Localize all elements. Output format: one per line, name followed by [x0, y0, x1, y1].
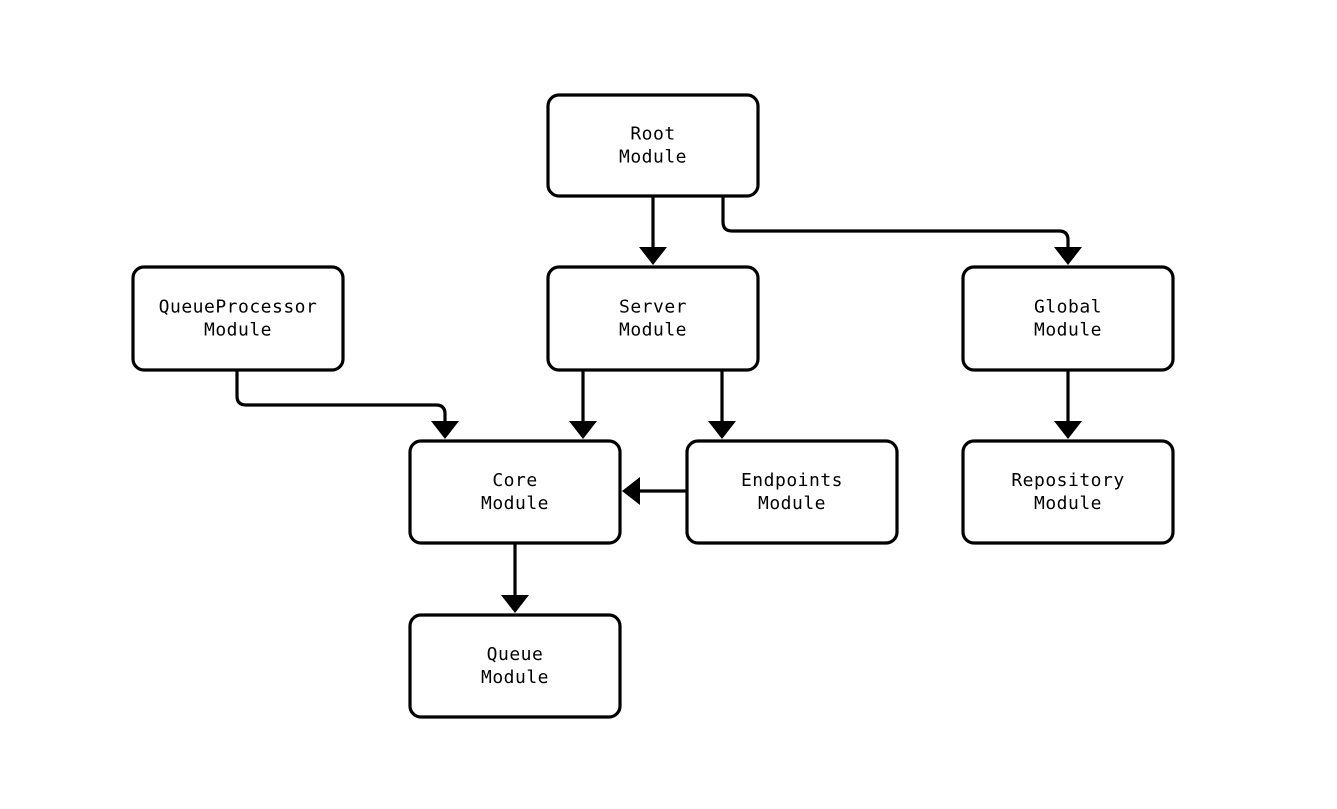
node-box[interactable]: [408, 613, 622, 719]
edge-root-to-server: [639, 196, 667, 265]
node-label-line2: Module: [481, 667, 549, 688]
node-label-line1: Endpoints: [741, 470, 843, 491]
nodes-layer: RootModuleQueueProcessorModuleServerModu…: [131, 93, 1175, 719]
edge-global-to-repository: [1054, 370, 1082, 439]
node-label-line2: Module: [481, 493, 549, 514]
node-label-line2: Module: [204, 320, 272, 341]
edge-line: [721, 196, 1070, 250]
node-box[interactable]: [546, 93, 760, 198]
edge-root-to-global: [721, 196, 1082, 265]
node-label-line1: Repository: [1011, 470, 1124, 491]
node-box[interactable]: [961, 439, 1175, 545]
node-box[interactable]: [408, 439, 622, 545]
node-label-line2: Module: [1034, 493, 1102, 514]
node-label-line2: Module: [1034, 320, 1102, 341]
edges-layer: [235, 196, 1082, 613]
arrow-head-icon: [501, 595, 529, 613]
arrow-head-icon: [1054, 421, 1082, 439]
edge-server-to-core: [569, 370, 597, 439]
edge-core-to-queue: [501, 543, 529, 613]
node-label-line2: Module: [758, 493, 826, 514]
edge-server-to-endpoints: [708, 370, 736, 439]
node-label-line2: Module: [619, 320, 687, 341]
arrow-head-icon: [431, 421, 459, 439]
edge-line: [235, 370, 447, 424]
node-label-line1: QueueProcessor: [159, 297, 318, 318]
edge-queueprocessor-to-core: [235, 370, 459, 439]
node-label-line1: Queue: [487, 644, 544, 665]
node-box[interactable]: [131, 265, 345, 372]
arrow-head-icon: [569, 421, 597, 439]
node-label-line1: Server: [619, 297, 687, 318]
node-box[interactable]: [546, 265, 760, 372]
arrow-head-icon: [622, 477, 640, 505]
edge-endpoints-to-core: [622, 477, 687, 505]
node-box[interactable]: [961, 265, 1175, 372]
arrow-head-icon: [1054, 247, 1082, 265]
node-label-line1: Core: [492, 470, 537, 491]
node-label-line1: Global: [1034, 297, 1102, 318]
node-box[interactable]: [685, 439, 899, 545]
node-label-line1: Root: [630, 124, 675, 145]
node-label-line2: Module: [619, 147, 687, 168]
arrow-head-icon: [708, 421, 736, 439]
arrow-head-icon: [639, 247, 667, 265]
